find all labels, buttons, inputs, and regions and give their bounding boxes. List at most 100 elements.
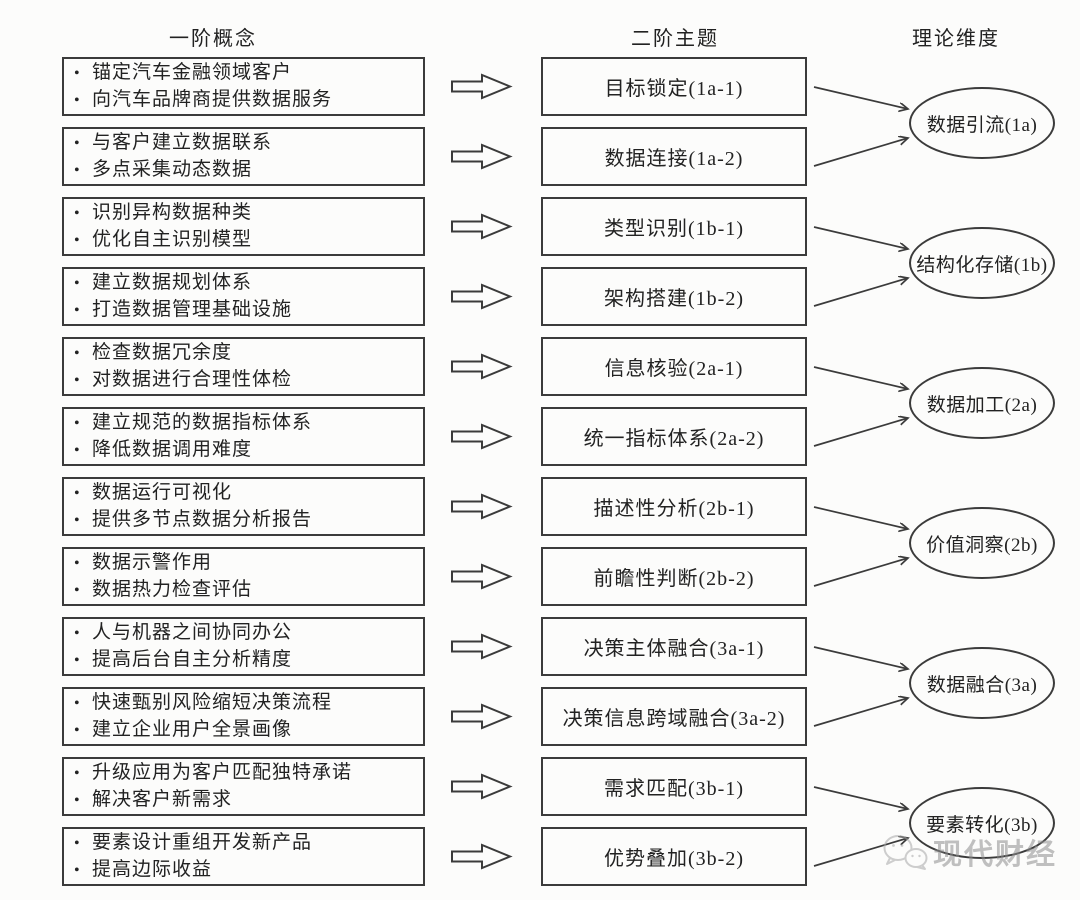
bullet-icon: • bbox=[74, 231, 80, 249]
first-order-concept-box: • 建立数据规划体系 • 打造数据管理基础设施 bbox=[62, 267, 425, 326]
bullet-icon: • bbox=[74, 64, 80, 82]
dimension-ellipse: 数据引流(1a) bbox=[909, 87, 1055, 159]
theme-to-dimension-arrow bbox=[813, 786, 908, 809]
block-arrow-icon bbox=[451, 843, 513, 870]
concept-text: 升级应用为客户匹配独特承诺 bbox=[92, 761, 353, 783]
bullet-icon: • bbox=[74, 721, 80, 739]
column-header-theoretical-dimensions: 理论维度 bbox=[912, 28, 1000, 50]
block-arrow-icon bbox=[451, 423, 513, 450]
second-order-theme-box: 需求匹配(3b-1) bbox=[541, 757, 807, 816]
block-arrow-icon bbox=[451, 563, 513, 590]
concept-text: 识别异构数据种类 bbox=[92, 201, 253, 223]
coding-row: • 快速甄别风险缩短决策流程 • 建立企业用户全景画像 决策信息跨域融合(3a-… bbox=[0, 687, 1080, 746]
first-order-concept-box: • 与客户建立数据联系 • 多点采集动态数据 bbox=[62, 127, 425, 186]
coding-row: • 要素设计重组开发新产品 • 提高边际收益 优势叠加(3b-2) bbox=[0, 827, 1080, 886]
second-order-theme-box: 类型识别(1b-1) bbox=[541, 197, 807, 256]
concept-line: • 锚定汽车金融领域客户 bbox=[74, 60, 423, 87]
theme-to-dimension-arrow bbox=[813, 138, 908, 167]
bullet-icon: • bbox=[74, 301, 80, 319]
block-arrow-icon bbox=[451, 283, 513, 310]
concept-text: 向汽车品牌商提供数据服务 bbox=[92, 88, 333, 110]
dimension-label: 价值洞察(2b) bbox=[926, 534, 1038, 556]
concept-line: • 打造数据管理基础设施 bbox=[74, 297, 423, 324]
block-arrow-icon bbox=[451, 703, 513, 730]
bullet-icon: • bbox=[74, 161, 80, 179]
dimension-ellipse: 数据加工(2a) bbox=[909, 367, 1055, 439]
concept-line: • 快速甄别风险缩短决策流程 bbox=[74, 690, 423, 717]
concept-text: 打造数据管理基础设施 bbox=[92, 298, 293, 320]
concept-line: • 人与机器之间协同办公 bbox=[74, 620, 423, 647]
bullet-icon: • bbox=[74, 441, 80, 459]
theme-label: 信息核验(2a-1) bbox=[604, 358, 744, 380]
theme-to-dimension-arrow bbox=[813, 366, 908, 389]
concept-line: • 识别异构数据种类 bbox=[74, 200, 423, 227]
theme-to-dimension-arrow bbox=[813, 86, 908, 109]
concept-text: 数据示警作用 bbox=[92, 551, 213, 573]
concept-line: • 建立数据规划体系 bbox=[74, 270, 423, 297]
concept-text: 提高边际收益 bbox=[92, 858, 213, 880]
first-order-concept-box: • 锚定汽车金融领域客户 • 向汽车品牌商提供数据服务 bbox=[62, 57, 425, 116]
block-arrow-icon bbox=[451, 73, 513, 100]
theme-to-dimension-arrow bbox=[813, 646, 908, 669]
second-order-theme-box: 优势叠加(3b-2) bbox=[541, 827, 807, 886]
theme-label: 数据连接(1a-2) bbox=[604, 148, 744, 170]
concept-line: • 提供多节点数据分析报告 bbox=[74, 507, 423, 534]
theme-label: 类型识别(1b-1) bbox=[604, 218, 744, 240]
theme-to-dimension-arrow bbox=[813, 226, 908, 249]
theme-to-dimension-arrow bbox=[813, 698, 908, 727]
first-order-concept-box: • 人与机器之间协同办公 • 提高后台自主分析精度 bbox=[62, 617, 425, 676]
first-order-concept-box: • 升级应用为客户匹配独特承诺 • 解决客户新需求 bbox=[62, 757, 425, 816]
block-arrow-icon bbox=[451, 353, 513, 380]
bullet-icon: • bbox=[74, 511, 80, 529]
concept-text: 优化自主识别模型 bbox=[92, 228, 253, 250]
bullet-icon: • bbox=[74, 204, 80, 222]
first-order-concept-box: • 数据示警作用 • 数据热力检查评估 bbox=[62, 547, 425, 606]
second-order-theme-box: 决策信息跨域融合(3a-2) bbox=[541, 687, 807, 746]
second-order-theme-box: 决策主体融合(3a-1) bbox=[541, 617, 807, 676]
concept-text: 建立数据规划体系 bbox=[92, 271, 253, 293]
second-order-theme-box: 架构搭建(1b-2) bbox=[541, 267, 807, 326]
bullet-icon: • bbox=[74, 91, 80, 109]
column-header-second-order-themes: 二阶主题 bbox=[631, 28, 719, 50]
concept-text: 锚定汽车金融领域客户 bbox=[92, 61, 293, 83]
theme-label: 统一指标体系(2a-2) bbox=[583, 428, 765, 450]
coding-row: • 数据示警作用 • 数据热力检查评估 前瞻性判断(2b-2) bbox=[0, 547, 1080, 606]
concept-text: 快速甄别风险缩短决策流程 bbox=[92, 691, 333, 713]
concept-text: 数据热力检查评估 bbox=[92, 578, 253, 600]
second-order-theme-box: 统一指标体系(2a-2) bbox=[541, 407, 807, 466]
bullet-icon: • bbox=[74, 694, 80, 712]
bullet-icon: • bbox=[74, 764, 80, 782]
coding-row: • 升级应用为客户匹配独特承诺 • 解决客户新需求 需求匹配(3b-1) bbox=[0, 757, 1080, 816]
dimension-label: 结构化存储(1b) bbox=[916, 254, 1048, 276]
theme-label: 决策主体融合(3a-1) bbox=[583, 638, 765, 660]
concept-line: • 数据示警作用 bbox=[74, 550, 423, 577]
coding-row: • 识别异构数据种类 • 优化自主识别模型 类型识别(1b-1) bbox=[0, 197, 1080, 256]
bullet-icon: • bbox=[74, 484, 80, 502]
theme-label: 目标锁定(1a-1) bbox=[604, 78, 744, 100]
concept-line: • 与客户建立数据联系 bbox=[74, 130, 423, 157]
bullet-icon: • bbox=[74, 834, 80, 852]
first-order-concept-box: • 建立规范的数据指标体系 • 降低数据调用难度 bbox=[62, 407, 425, 466]
concept-text: 建立规范的数据指标体系 bbox=[92, 411, 313, 433]
concept-text: 降低数据调用难度 bbox=[92, 438, 253, 460]
dimension-label: 数据融合(3a) bbox=[926, 674, 1038, 696]
dimension-label: 要素转化(3b) bbox=[926, 814, 1038, 836]
theme-label: 前瞻性判断(2b-2) bbox=[593, 568, 755, 590]
dimension-label: 数据加工(2a) bbox=[926, 394, 1038, 416]
theme-to-dimension-arrow bbox=[813, 558, 908, 587]
bullet-icon: • bbox=[74, 414, 80, 432]
bullet-icon: • bbox=[74, 651, 80, 669]
column-header-first-order-concepts: 一阶概念 bbox=[169, 28, 257, 50]
concept-text: 检查数据冗余度 bbox=[92, 341, 233, 363]
concept-line: • 提高边际收益 bbox=[74, 857, 423, 884]
coding-row: • 建立数据规划体系 • 打造数据管理基础设施 架构搭建(1b-2) bbox=[0, 267, 1080, 326]
theme-label: 决策信息跨域融合(3a-2) bbox=[562, 708, 786, 730]
second-order-theme-box: 数据连接(1a-2) bbox=[541, 127, 807, 186]
coding-row: • 检查数据冗余度 • 对数据进行合理性体检 信息核验(2a-1) bbox=[0, 337, 1080, 396]
bullet-icon: • bbox=[74, 344, 80, 362]
block-arrow-icon bbox=[451, 143, 513, 170]
concept-line: • 优化自主识别模型 bbox=[74, 227, 423, 254]
bullet-icon: • bbox=[74, 791, 80, 809]
concept-line: • 对数据进行合理性体检 bbox=[74, 367, 423, 394]
